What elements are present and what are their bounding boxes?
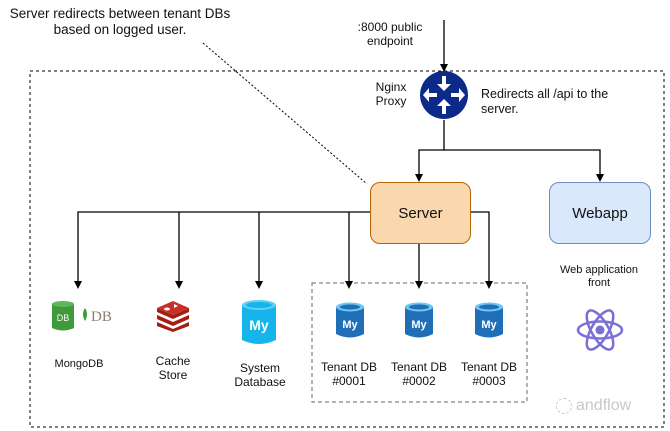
webapp-label: Webapp xyxy=(572,204,628,222)
react-icon xyxy=(576,309,624,351)
server-label: Server xyxy=(398,204,443,222)
svg-text:My: My xyxy=(249,317,269,333)
webapp-node[interactable]: Webapp xyxy=(549,182,651,244)
public-endpoint-label: :8000 public endpoint xyxy=(357,20,423,49)
tenant-routing-note: Server redirects between tenant DBs base… xyxy=(9,6,231,38)
tenant-db-1-icon: My xyxy=(336,302,364,338)
mongodb-icon: DB DB xyxy=(52,301,112,331)
webapp-caption: Web application front xyxy=(559,264,639,290)
proxy-note: Redirects all /api to the server. xyxy=(481,87,609,116)
tenant-db-3-icon: My xyxy=(475,302,503,338)
system-db-label: System Database xyxy=(234,361,286,390)
proxy-to-server-arrow xyxy=(415,120,445,182)
svg-text:My: My xyxy=(411,319,427,331)
watermark: andflow xyxy=(556,397,631,415)
svg-text:DB: DB xyxy=(57,313,70,323)
watermark-logo-icon xyxy=(556,398,572,414)
outer-boundary xyxy=(29,70,665,428)
proxy-label: Nginx Proxy xyxy=(375,80,407,109)
tenant-db-3-label: Tenant DB #0003 xyxy=(460,360,518,389)
tenant-db-2-label: Tenant DB #0002 xyxy=(390,360,448,389)
svg-text:My: My xyxy=(342,319,358,331)
redis-icon xyxy=(157,301,189,332)
server-to-mongodb-arrow xyxy=(74,211,370,289)
svg-text:My: My xyxy=(481,319,497,331)
tenant-db-1-label: Tenant DB #0001 xyxy=(320,360,378,389)
proxy-to-webapp-arrow xyxy=(444,149,604,182)
annotation-leader-line xyxy=(202,42,368,185)
router-icon[interactable] xyxy=(419,70,469,120)
mongodb-label: MongoDB xyxy=(54,358,104,370)
cache-store-label: Cache Store xyxy=(155,354,191,383)
server-to-tenant3-arrow xyxy=(469,211,493,289)
tenant-db-2-icon: My xyxy=(405,302,433,338)
system-db-mysql-icon: My xyxy=(242,300,276,344)
mongodb-wordmark: DB xyxy=(91,309,112,325)
server-node[interactable]: Server xyxy=(370,182,471,244)
